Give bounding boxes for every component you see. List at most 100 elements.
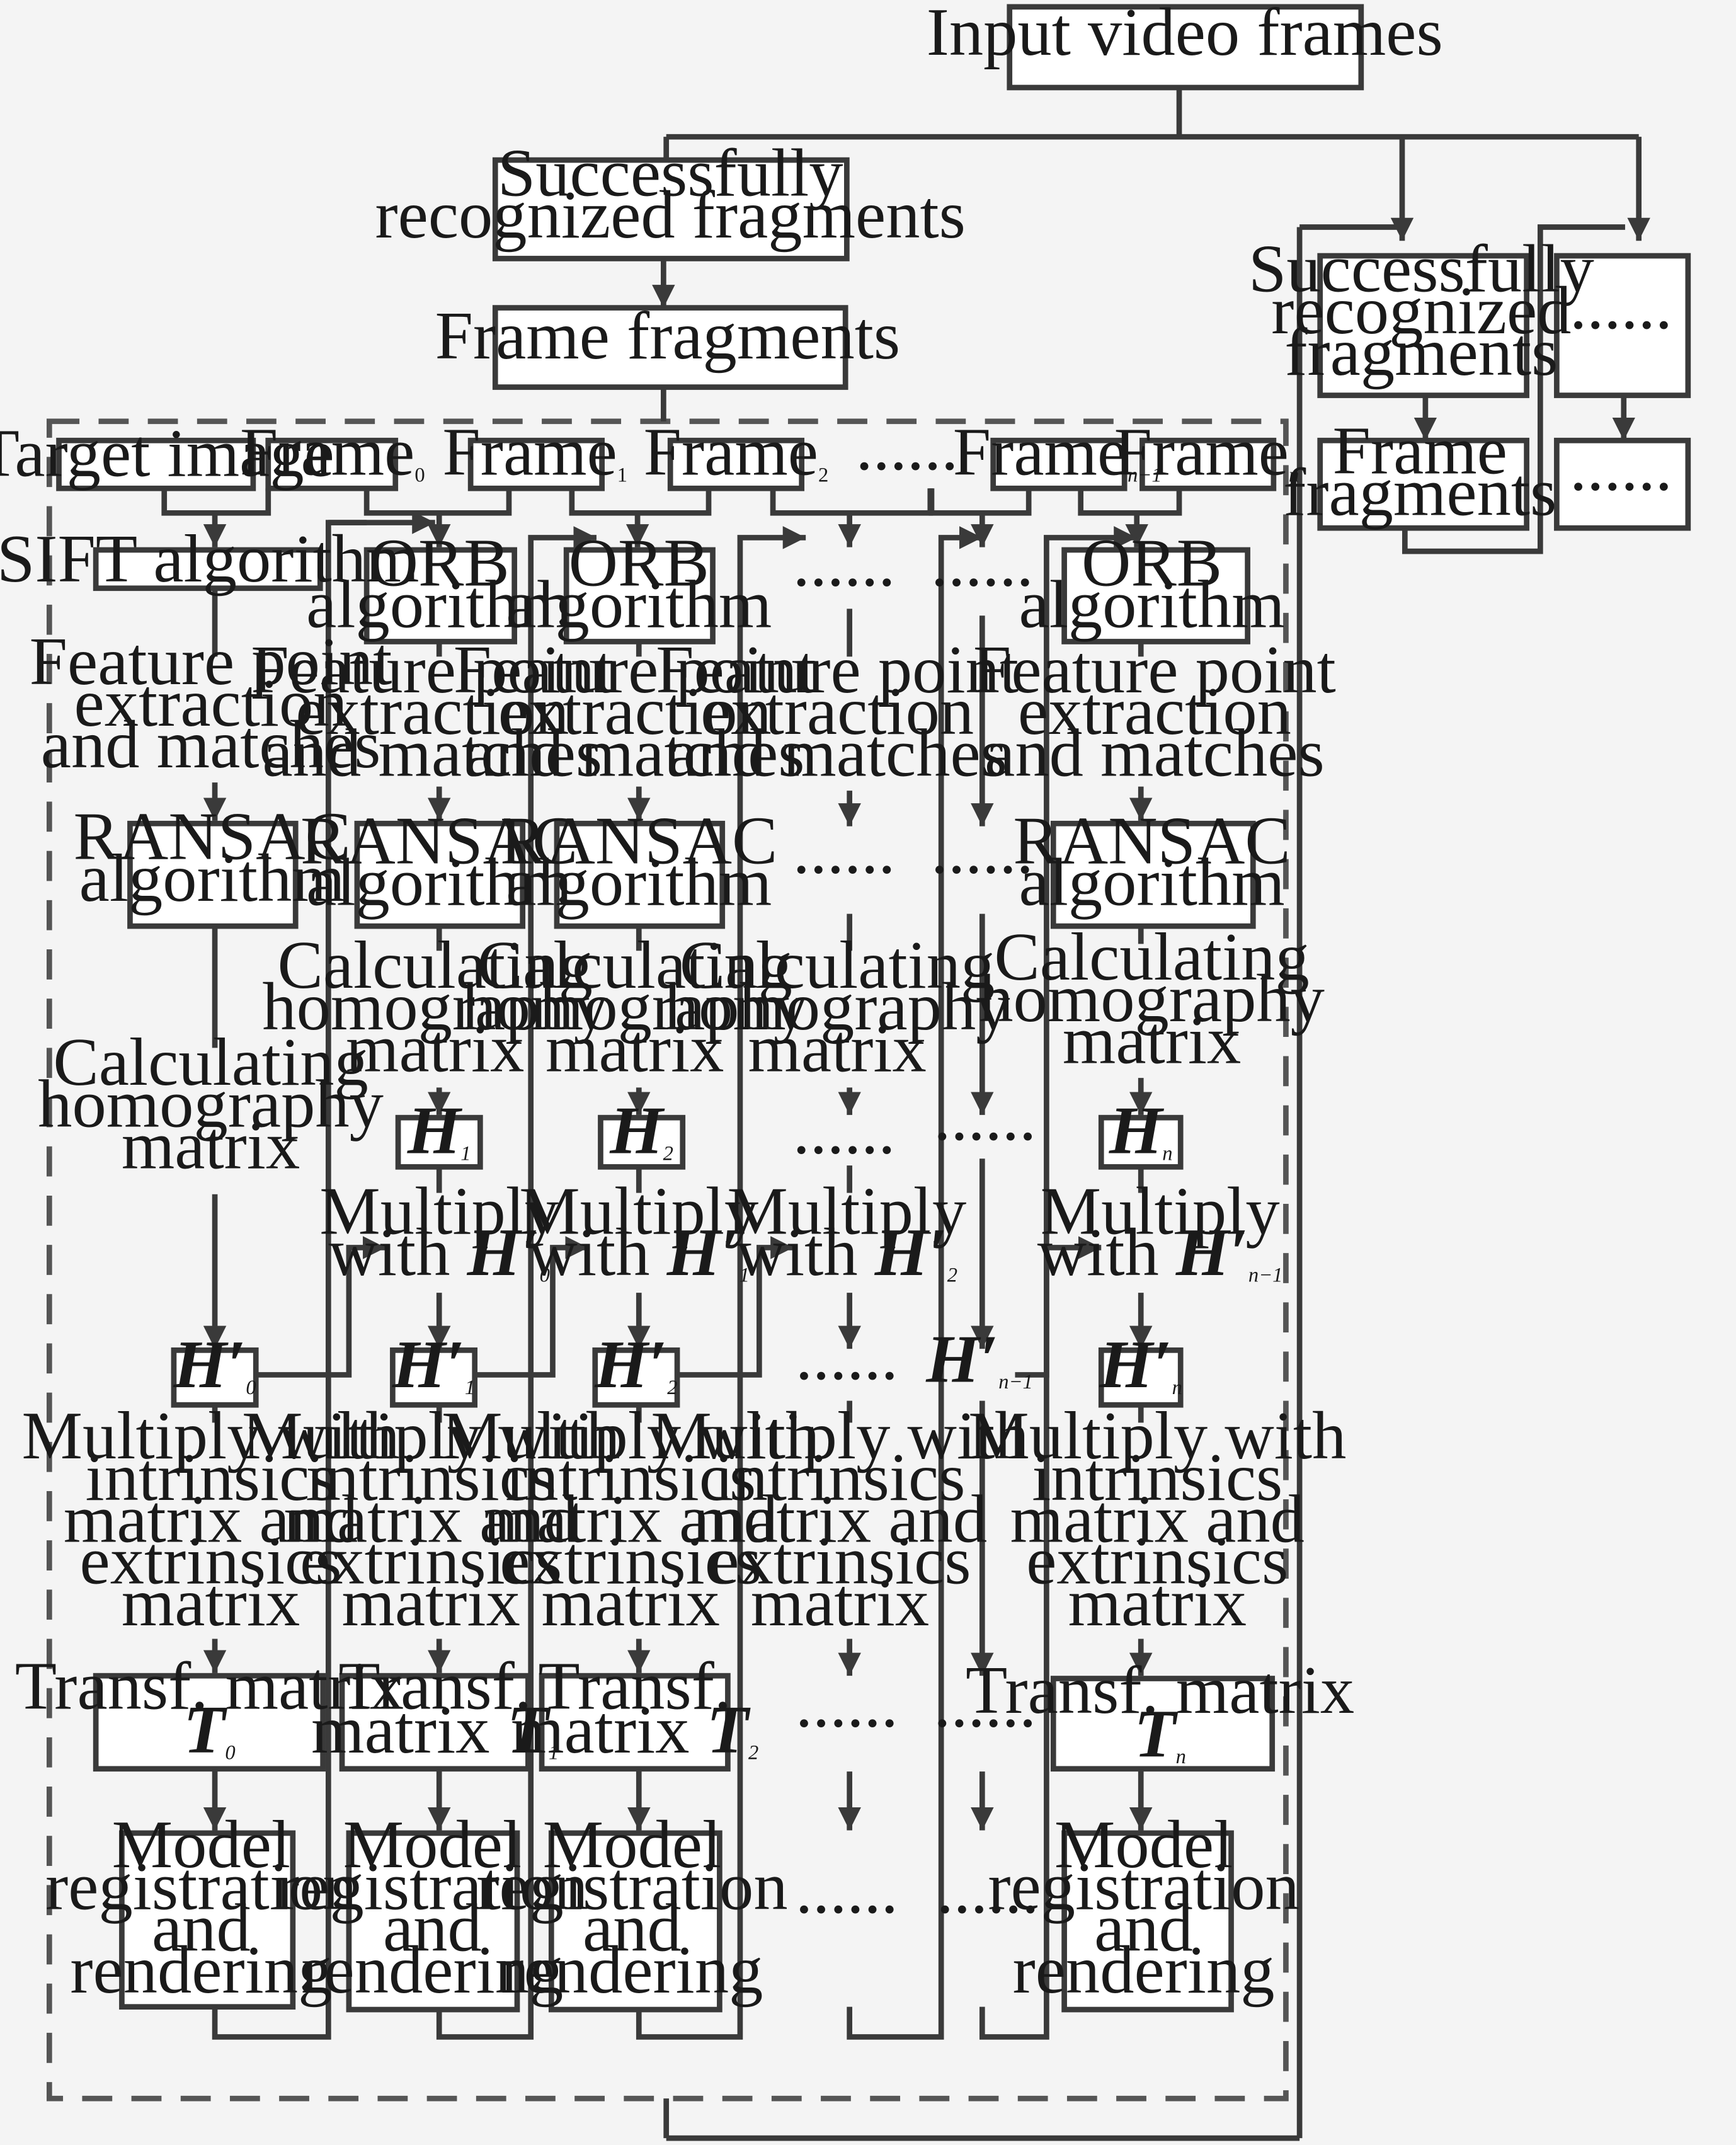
right-recognized-box — [1317, 253, 1529, 398]
c2-ransac-box — [554, 820, 726, 929]
right-dots-label-2: ...... — [1570, 429, 1672, 505]
input-box — [1007, 4, 1364, 91]
sift-box — [93, 547, 323, 592]
c4-dots-5: ...... — [934, 1666, 1036, 1742]
c3-dots-6: ...... — [796, 1852, 898, 1928]
c1-mul-label: Multiply — [319, 1174, 559, 1249]
c2-h-label: H2 — [609, 1093, 673, 1169]
c1-transf-sym: matrix T1 — [311, 1692, 559, 1768]
c1-model-box — [346, 1830, 520, 2013]
cn-hprime-label: H′n — [1099, 1327, 1182, 1402]
frame-label-4: Framen — [1114, 415, 1299, 490]
input-label: Input video frames — [927, 0, 1443, 70]
cn-transf-label: Transf. matrix — [966, 1652, 1354, 1728]
c3-mul-sym: with H′2 — [736, 1215, 957, 1290]
target-image-label: Target image — [0, 416, 334, 491]
c2-transf-sym: matrix T2 — [511, 1692, 758, 1768]
frame-box-2 — [667, 437, 805, 491]
c3-dots-2: ...... — [793, 812, 896, 888]
c0-hprime-label: H′0 — [173, 1327, 256, 1402]
frame-box-0 — [265, 437, 399, 491]
recognized-box — [492, 157, 850, 261]
frame-fragments-label: Frame fragments — [435, 298, 901, 374]
c2-mul-label: Multiply — [519, 1174, 758, 1249]
frame-box-4 — [1139, 437, 1277, 491]
c4-hprime-label: H′n−1 — [925, 1321, 1033, 1397]
cn-mul-label: Multiply — [1041, 1174, 1280, 1249]
feed-bracket-3 — [770, 488, 934, 516]
c2-hprime-label: H′2 — [594, 1327, 677, 1402]
c1-transf-box — [339, 1673, 531, 1772]
frames-ellipsis: ...... — [855, 409, 958, 484]
c1-hprime-label: H′1 — [392, 1327, 475, 1402]
right-fragments-box — [1317, 437, 1529, 531]
c0-transf-sym: T0 — [183, 1692, 236, 1768]
processing-region — [46, 418, 1289, 2102]
c3-dots-5: ...... — [796, 1666, 898, 1742]
right-dots-box-1 — [1554, 253, 1691, 398]
c0-transf-box — [93, 1673, 326, 1772]
c3-return — [847, 526, 983, 2040]
target-image-box — [56, 437, 256, 491]
c1-h-box — [395, 1114, 483, 1170]
c1-hp-feed — [328, 1236, 386, 1378]
cn-ransac-box — [1050, 820, 1256, 929]
feed-bracket-5 — [1078, 488, 1182, 516]
c0-ransac-box — [127, 820, 299, 929]
c1-ransac-box — [354, 820, 526, 929]
cn-h-box — [1098, 1114, 1184, 1170]
right-dots-label-1: ...... — [1570, 268, 1672, 343]
c1-return — [436, 526, 597, 2040]
c4-dots-1: ...... — [931, 525, 1034, 600]
c3-dots-3: ...... — [793, 1093, 896, 1169]
frame-label-2: Frame2 — [644, 415, 829, 490]
orb-box-n — [1061, 547, 1250, 644]
c1-mul-sym: with H′0 — [329, 1215, 550, 1290]
c3-mul-label: Multiply — [727, 1174, 966, 1249]
c3-dots-4: ...... — [796, 1318, 898, 1394]
right-frag-loop — [1402, 224, 1625, 554]
c2-hp-feed — [530, 1236, 588, 1378]
c4-return — [979, 526, 1137, 2040]
right-dots-box-2 — [1554, 437, 1691, 531]
c1-transf-label: Transf. — [338, 1648, 532, 1724]
frame-box-3 — [990, 437, 1128, 491]
c1-hprime-box — [390, 1347, 478, 1408]
cn-transf-box — [1050, 1676, 1276, 1772]
frame-label-1: Frame1 — [442, 415, 627, 490]
frame-label-0: Frame0 — [240, 415, 425, 490]
c2-model-box — [548, 1830, 722, 2013]
c4-dots-2: ...... — [931, 812, 1034, 888]
c4-dots-6: ...... — [937, 1852, 1039, 1928]
frame-label-3: Framen−1 — [953, 415, 1162, 490]
c3-hp-feed — [740, 1236, 794, 1378]
frame-fragments-box — [492, 305, 848, 390]
frame-box-1 — [467, 437, 605, 491]
cn-h-label: Hn — [1109, 1093, 1173, 1169]
orb-box-2 — [563, 547, 716, 644]
c0-hprime-box — [171, 1347, 259, 1408]
c2-hprime-box — [592, 1347, 680, 1408]
c0-transf-label: Transf. matrix — [15, 1648, 404, 1724]
c2-h-box — [598, 1114, 686, 1170]
